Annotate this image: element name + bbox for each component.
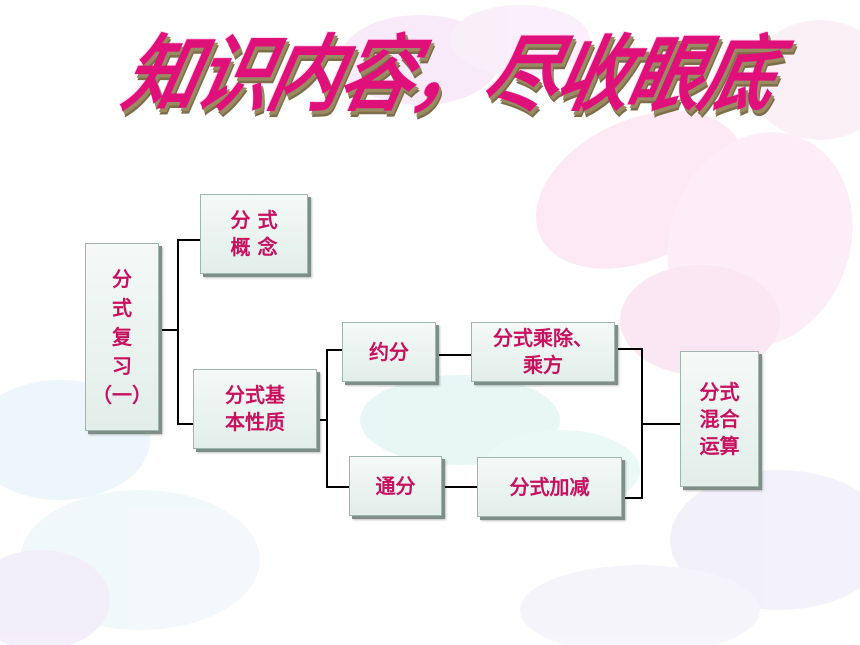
connector-addsub-merge: [622, 424, 643, 499]
node-common-denominator: 通分: [349, 456, 442, 516]
flower-decoration-left: [0, 380, 260, 645]
node-multiply-divide: 分式乘除、 乘方: [471, 322, 615, 382]
flower-decoration-right: [536, 20, 860, 375]
node-basic-property: 分式基 本性质: [193, 369, 317, 449]
connector-review-branch: [160, 239, 200, 331]
node-fraction-review: 分 式 复 习 （一）: [85, 243, 159, 431]
node-add-subtract: 分式加减: [477, 457, 622, 517]
connector-property-common: [326, 420, 349, 488]
node-mixed-operations: 分式 混合 运算: [680, 351, 759, 487]
node-reduce-fraction: 约分: [342, 322, 436, 382]
node-fraction-concept: 分 式 概 念: [200, 194, 308, 274]
connector-muldiv-merge: [615, 348, 680, 425]
connector-property-branch: [318, 349, 342, 421]
flower-decoration-top: [340, 5, 590, 105]
connector-review-property: [177, 330, 193, 425]
